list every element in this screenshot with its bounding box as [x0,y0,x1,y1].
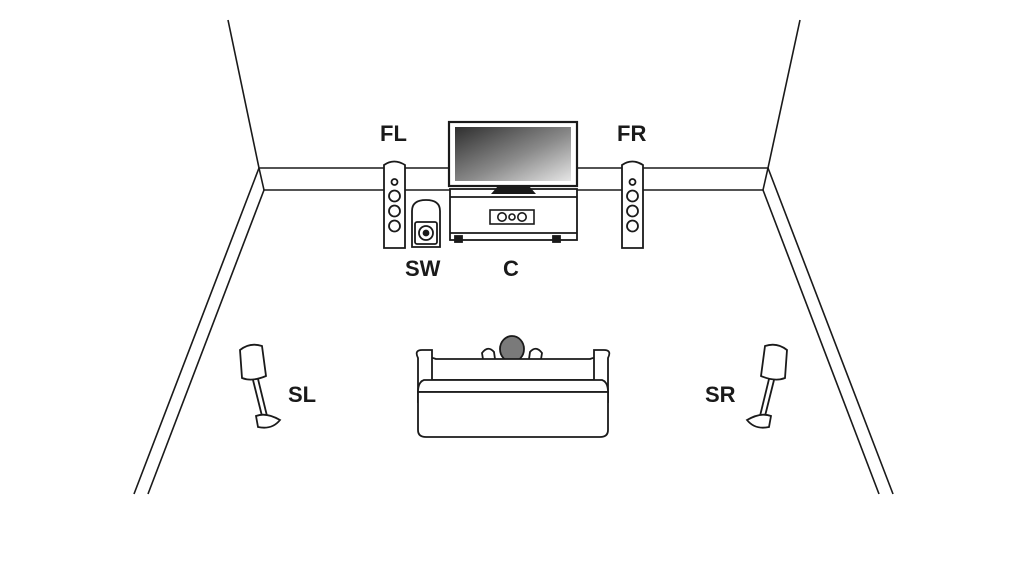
label-center: C [503,256,519,281]
tv-base [491,186,536,194]
label-front-right: FR [617,121,646,146]
label-surround-left: SL [288,382,316,407]
front-right-speaker [621,160,644,249]
surround-left-speaker [239,343,282,429]
center-speaker [489,209,535,225]
label-subwoofer: SW [405,256,441,281]
sofa [415,349,611,438]
television [447,120,579,194]
label-surround-right: SR [705,382,736,407]
surround-right-speaker [745,343,788,429]
front-left-speaker [383,160,406,249]
subwoofer [411,199,441,248]
label-front-left: FL [380,121,407,146]
